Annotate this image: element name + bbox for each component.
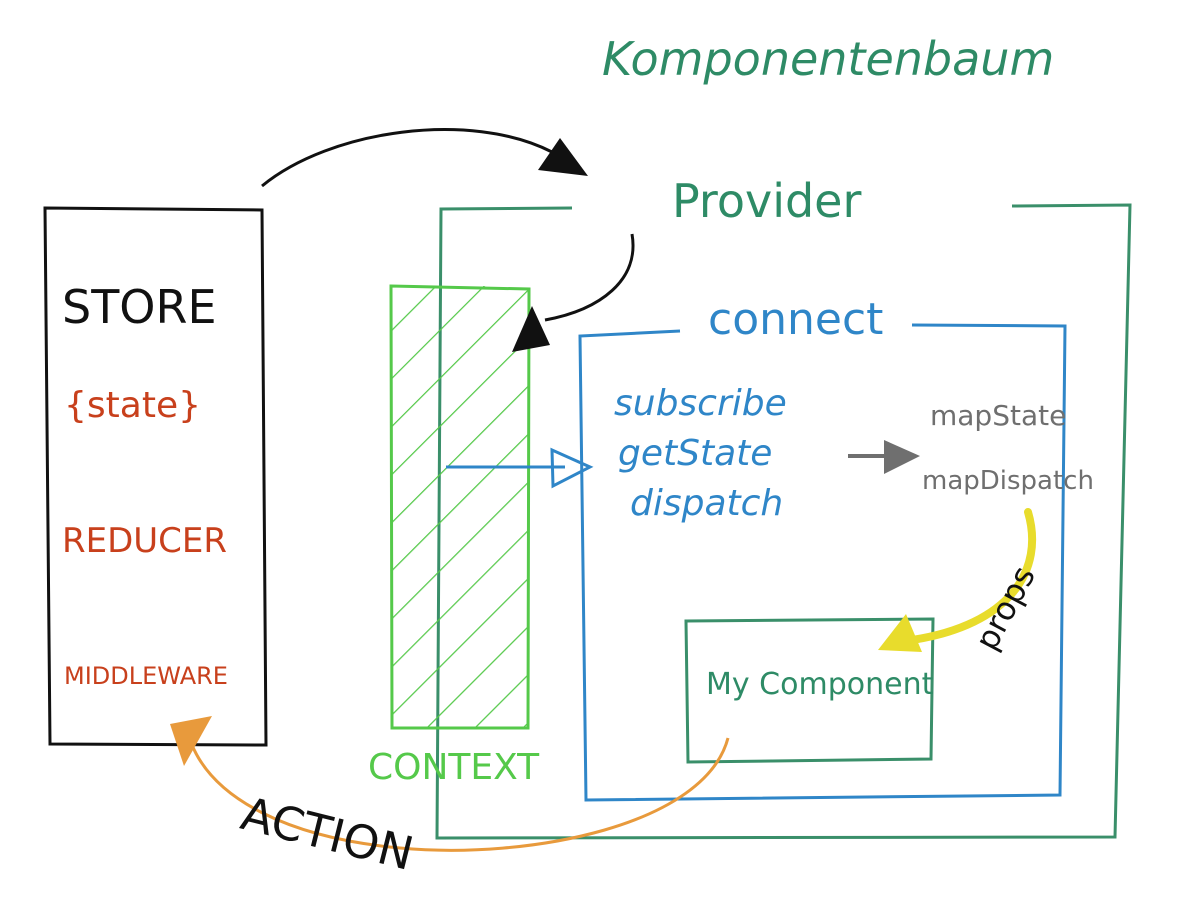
store-box	[43, 206, 268, 747]
context-to-connect-arrowhead	[550, 447, 594, 489]
store-state: {state}	[64, 385, 202, 426]
connect-method-subscribe: subscribe	[614, 383, 787, 424]
diagram-title: Komponentenbaum	[602, 32, 1055, 86]
connect-label: connect	[708, 294, 884, 345]
provider-to-context-arrow	[544, 233, 635, 322]
provider-box	[435, 203, 1132, 840]
component-label: My Component	[706, 667, 934, 702]
context-column-outline	[389, 284, 531, 730]
store-reducer: REDUCER	[62, 521, 228, 561]
connect-mapper-mapdispatch: mapDispatch	[922, 466, 1094, 496]
connect-box	[578, 323, 1067, 802]
store-middleware: MIDDLEWARE	[64, 662, 228, 690]
component-box	[684, 617, 935, 764]
store-to-provider-arrow	[261, 128, 553, 188]
store-title: STORE	[62, 280, 217, 334]
props-arrow	[908, 508, 1037, 644]
store-to-provider-arrowhead	[538, 138, 588, 176]
connect-method-getstate: getState	[618, 433, 773, 474]
provider-to-context-arrowhead	[512, 306, 550, 352]
context-label: CONTEXT	[368, 747, 540, 788]
action-arrowhead	[170, 716, 212, 766]
connect-method-dispatch: dispatch	[630, 483, 784, 524]
context-column	[391, 286, 529, 728]
methods-to-mappers-arrowhead	[884, 440, 920, 474]
props-arrowhead	[878, 614, 922, 652]
connect-mapper-mapstate: mapState	[930, 399, 1067, 432]
action-arrow	[190, 737, 730, 852]
provider-label: Provider	[672, 174, 862, 228]
